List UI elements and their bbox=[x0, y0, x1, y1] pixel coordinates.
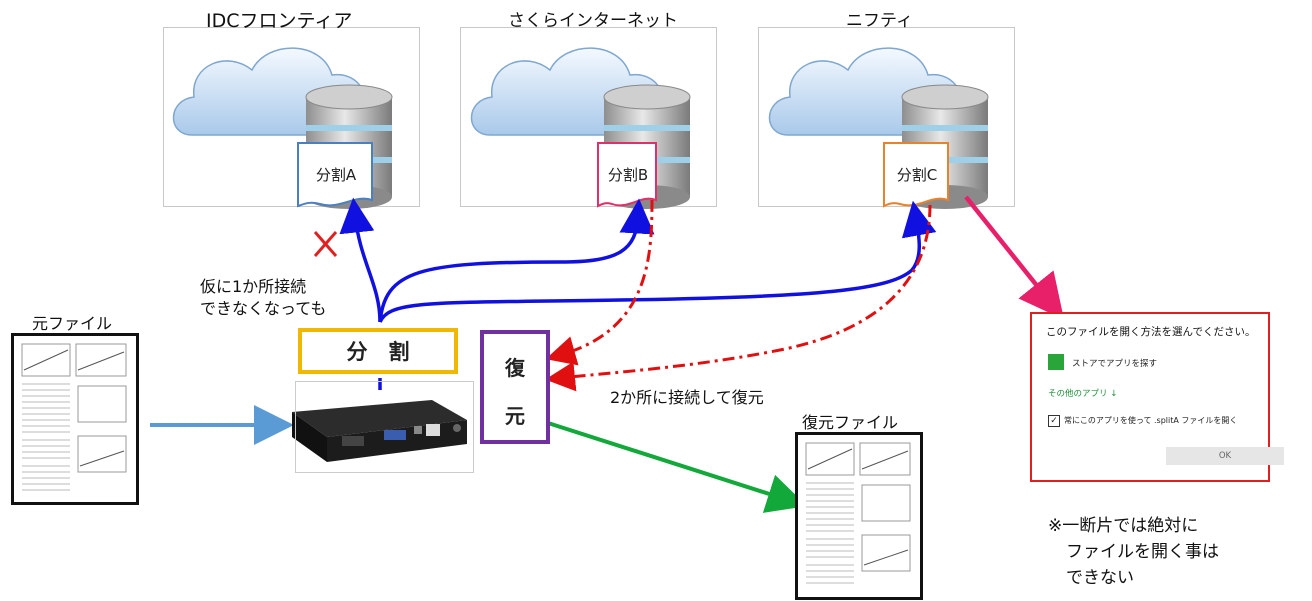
upload-arrow-b bbox=[378, 198, 655, 323]
footnote-line2: ファイルを開く事は bbox=[1066, 542, 1219, 562]
provider-name-sakura: さくらインターネット bbox=[508, 11, 678, 31]
device-frame bbox=[295, 381, 474, 473]
source-file-label: 元ファイル bbox=[32, 314, 113, 333]
dialog-title: このファイルを開く方法を選んでください。 bbox=[1046, 326, 1256, 338]
document-thumbnail bbox=[21, 343, 127, 491]
failure-note-line2: できなくなっても bbox=[200, 299, 327, 318]
device-image bbox=[292, 400, 467, 462]
restore-box: 復 元 bbox=[480, 330, 550, 444]
fragment-label-b: 分割B bbox=[607, 166, 649, 184]
footnote-line3: できない bbox=[1066, 568, 1134, 588]
connection-failed-icon bbox=[313, 231, 338, 257]
ok-button[interactable]: OK bbox=[1166, 447, 1284, 465]
provider-name-idcf: IDCフロンティア bbox=[206, 10, 353, 32]
always-use-checkbox[interactable]: ✓ bbox=[1048, 415, 1060, 427]
restore-box-char1: 復 bbox=[505, 356, 525, 380]
document-thumbnail bbox=[805, 442, 911, 584]
fragment-doc-c bbox=[883, 142, 949, 208]
dialog-arrow bbox=[964, 195, 1065, 320]
store-option[interactable]: ストアでアプリを探す bbox=[1072, 359, 1158, 369]
restore-box-char2: 元 bbox=[505, 404, 525, 428]
footnote: ※一断片では絶対に ファイルを開く事は できない bbox=[1048, 513, 1219, 591]
open-with-dialog: このファイルを開く方法を選んでください。 ストアでアプリを探す その他のアプリ … bbox=[1030, 312, 1284, 482]
output-arrow bbox=[547, 421, 808, 513]
store-icon[interactable] bbox=[1048, 354, 1064, 370]
always-use-label: 常にこのアプリを使って .splitA ファイルを開く bbox=[1064, 416, 1238, 425]
fragment-label-c: 分割C bbox=[896, 166, 938, 184]
fragment-label-a: 分割A bbox=[315, 166, 357, 184]
restored-document bbox=[795, 432, 923, 600]
provider-name-nifty: ニフティ bbox=[846, 11, 913, 31]
split-box: 分 割 bbox=[298, 328, 458, 374]
footnote-line1: ※一断片では絶対に bbox=[1048, 516, 1199, 536]
more-apps-link[interactable]: その他のアプリ ↓ bbox=[1048, 389, 1118, 399]
restored-file-label: 復元ファイル bbox=[802, 413, 899, 432]
failure-note-line1: 仮に1か所接続 bbox=[200, 277, 307, 296]
upload-arrow-c bbox=[378, 200, 937, 323]
failure-note: 仮に1か所接続 できなくなっても bbox=[200, 276, 326, 320]
restore-note: 2か所に接続して復元 bbox=[610, 388, 764, 407]
source-document bbox=[11, 333, 139, 505]
restore-arrow-b bbox=[545, 199, 654, 366]
restore-arrow-c bbox=[545, 204, 932, 392]
upload-arrow-a bbox=[339, 197, 382, 323]
